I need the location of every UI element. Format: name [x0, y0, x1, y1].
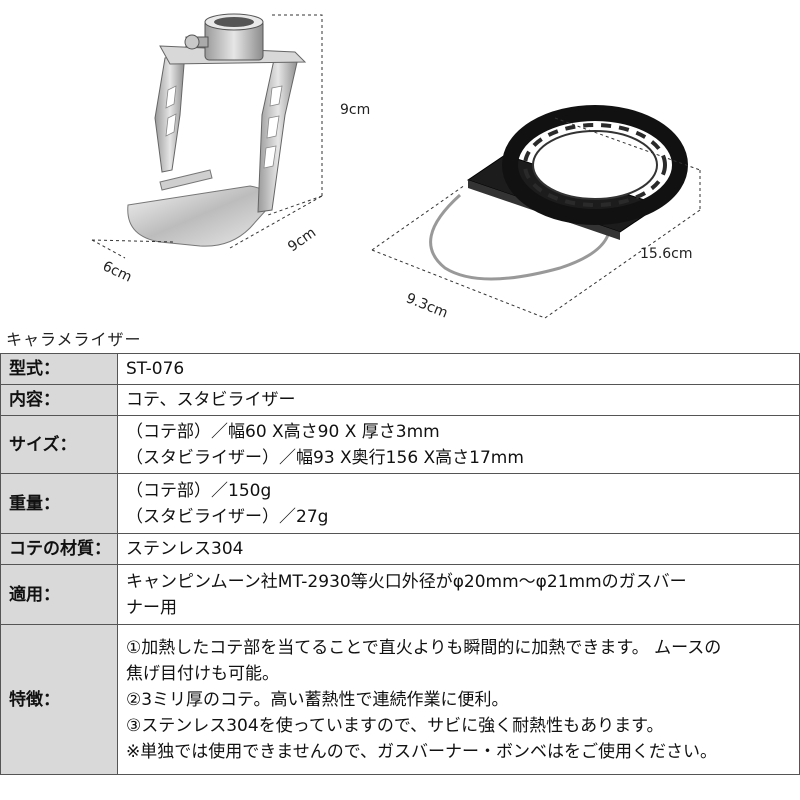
spec-row-material: コテの材質： ステンレス304 [0, 533, 800, 565]
iron-image [127, 13, 307, 247]
spec-line: （コテ部）／幅60 X高さ90 X 厚さ3mm [126, 421, 440, 442]
spec-label: 特徴： [0, 624, 118, 775]
spec-label: サイズ： [0, 415, 118, 474]
product-subtitle: キャラメライザー [6, 330, 142, 349]
spec-line: 焦げ目付けも可能。 [126, 663, 279, 684]
spec-value: （コテ部）／150g （スタビライザー）／27g [117, 473, 800, 534]
spec-label: 適用： [0, 564, 118, 625]
spec-row-applicable: 適用： キャンピンムーン社MT-2930等火口外径がφ20mm〜φ21mmのガス… [0, 564, 800, 625]
spec-value: （コテ部）／幅60 X高さ90 X 厚さ3mm （スタビライザー）／幅93 X奥… [117, 415, 800, 474]
spec-row-model: 型式： ST-076 [0, 353, 800, 385]
spec-line: キャンピンムーン社MT-2930等火口外径がφ20mm〜φ21mmのガスバー [126, 571, 687, 592]
iron-dimension-lines [91, 14, 323, 259]
spec-row-size: サイズ： （コテ部）／幅60 X高さ90 X 厚さ3mm （スタビライザー）／幅… [0, 415, 800, 474]
iron-height-label: 9cm [340, 102, 371, 118]
spec-label: コテの材質： [0, 533, 118, 565]
spec-row-contents: 内容： コテ、スタビライザー [0, 384, 800, 416]
spec-row-weight: 重量： （コテ部）／150g （スタビライザー）／27g [0, 473, 800, 534]
spec-line: （スタビライザー）／27g [126, 506, 329, 527]
spec-label: 重量： [0, 473, 118, 534]
stabilizer-dimension-lines [371, 117, 701, 319]
spec-value: ST-076 [117, 353, 800, 385]
spec-line: ※単独では使用できませんので、ガスバーナー・ボンベはをご使用ください。 [126, 741, 718, 762]
spec-value: ①加熱したコテ部を当てることで直火よりも瞬間的に加熱できます。 ムースの 焦げ目… [117, 624, 800, 775]
spec-label: 内容： [0, 384, 118, 416]
product-illustration [91, 13, 701, 319]
spec-line: （コテ部）／150g [126, 480, 272, 501]
spec-label: 型式： [0, 353, 118, 385]
spec-line: ナー用 [126, 597, 177, 618]
stabilizer-image [429, 105, 688, 281]
spec-line: ③ステンレス304を使っていますので、サビに強く耐熱性もあります。 [126, 715, 664, 736]
spec-table: 型式： ST-076 内容： コテ、スタビライザー サイズ： （コテ部）／幅60… [0, 353, 800, 775]
stabilizer-length-label: 15.6cm [640, 246, 693, 262]
spec-value: キャンピンムーン社MT-2930等火口外径がφ20mm〜φ21mmのガスバー ナ… [117, 564, 800, 625]
spec-line: ②3ミリ厚のコテ。高い蓄熱性で連続作業に便利。 [126, 689, 509, 710]
spec-row-features: 特徴： ①加熱したコテ部を当てることで直火よりも瞬間的に加熱できます。 ムースの… [0, 624, 800, 775]
spec-line: （スタビライザー）／幅93 X奥行156 X高さ17mm [126, 447, 524, 468]
product-figure: 9cm 9cm 6cm 15.6cm 9.3cm [0, 0, 800, 325]
spec-line: ①加熱したコテ部を当てることで直火よりも瞬間的に加熱できます。 ムースの [126, 637, 722, 658]
spec-value: ステンレス304 [117, 533, 800, 565]
spec-value: コテ、スタビライザー [117, 384, 800, 416]
